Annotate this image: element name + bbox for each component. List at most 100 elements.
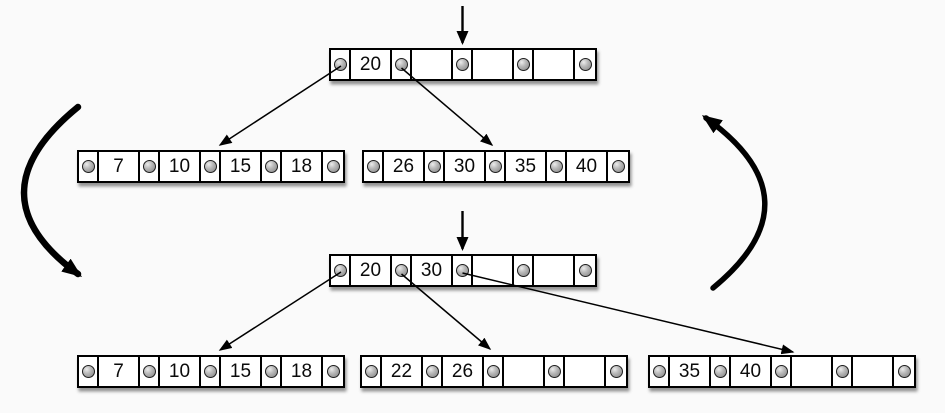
pointer-cell [331, 50, 351, 79]
key-cell [534, 50, 575, 79]
node-bottom-child-middle: 22 26 [360, 355, 628, 388]
key-cell: 7 [99, 152, 140, 181]
pointer-cell [711, 357, 731, 386]
key-cell: 35 [670, 357, 711, 386]
pointer-dot-icon [203, 365, 217, 378]
pointer-dot-icon [835, 365, 849, 378]
pointer-cell [323, 357, 343, 386]
key-cell: 22 [382, 357, 423, 386]
pointer-cell [608, 152, 628, 181]
pointer-cell [575, 256, 595, 285]
edge-bottom-root-to-left-child [218, 271, 342, 351]
pointer-dot-icon [326, 365, 340, 378]
key-cell [473, 256, 514, 285]
key-cell: 15 [221, 152, 262, 181]
pointer-cell [331, 256, 351, 285]
key-cell [534, 256, 575, 285]
pointer-dot-icon [609, 365, 623, 378]
pointer-dot-icon [142, 365, 156, 378]
key-cell [473, 50, 514, 79]
key-cell: 18 [282, 357, 323, 386]
pointer-dot-icon [455, 58, 469, 71]
pointer-dot-icon [81, 365, 95, 378]
node-bottom-child-right: 35 40 [648, 355, 916, 388]
pointer-cell [79, 152, 99, 181]
pointer-cell [547, 152, 567, 181]
pointer-cell [364, 152, 384, 181]
pointer-cell [453, 256, 473, 285]
key-cell: 26 [384, 152, 425, 181]
pointer-dot-icon [142, 160, 156, 173]
pointer-dot-icon [488, 160, 502, 173]
pointer-dot-icon [516, 58, 530, 71]
node-bottom-child-left: 7 10 15 18 [77, 355, 345, 388]
pointer-cell [425, 152, 445, 181]
cycle-arrow-right-icon [701, 115, 768, 291]
key-cell [853, 357, 894, 386]
key-cell [504, 357, 545, 386]
pointer-cell [201, 357, 221, 386]
edge-top-root-to-left-child [218, 65, 342, 146]
pointer-dot-icon [652, 365, 666, 378]
pointer-dot-icon [611, 160, 625, 173]
pointer-dot-icon [425, 365, 439, 378]
pointer-cell [140, 357, 160, 386]
pointer-cell [833, 357, 853, 386]
pointer-cell [772, 357, 792, 386]
pointer-dot-icon [516, 264, 530, 277]
pointer-cell [262, 152, 282, 181]
pointer-dot-icon [326, 160, 340, 173]
pointer-dot-icon [203, 160, 217, 173]
key-cell [412, 50, 453, 79]
pointer-dot-icon [364, 365, 378, 378]
pointer-cell [392, 50, 412, 79]
pointer-cell [201, 152, 221, 181]
pointer-dot-icon [394, 58, 408, 71]
pointer-dot-icon [578, 264, 592, 277]
key-cell: 18 [282, 152, 323, 181]
pointer-dot-icon [333, 58, 347, 71]
pointer-cell [545, 357, 565, 386]
pointer-cell [486, 152, 506, 181]
pointer-dot-icon [366, 160, 380, 173]
pointer-cell [79, 357, 99, 386]
pointer-cell [514, 256, 534, 285]
pointer-dot-icon [547, 365, 561, 378]
key-cell: 30 [445, 152, 486, 181]
pointer-cell [262, 357, 282, 386]
pointer-cell [606, 357, 626, 386]
pointer-cell [484, 357, 504, 386]
node-bottom-root: 20 30 [329, 254, 597, 287]
pointer-cell [453, 50, 473, 79]
key-cell: 7 [99, 357, 140, 386]
cycle-arrow-left-icon [20, 103, 83, 278]
key-cell: 20 [351, 256, 392, 285]
pointer-cell [392, 256, 412, 285]
pointer-dot-icon [394, 264, 408, 277]
pointer-dot-icon [455, 264, 469, 277]
pointer-dot-icon [486, 365, 500, 378]
key-cell [565, 357, 606, 386]
pointer-cell [575, 50, 595, 79]
key-cell: 40 [731, 357, 772, 386]
pointer-dot-icon [713, 365, 727, 378]
key-cell: 26 [443, 357, 484, 386]
pointer-dot-icon [264, 365, 278, 378]
pointer-cell [514, 50, 534, 79]
pointer-cell [650, 357, 670, 386]
pointer-cell [362, 357, 382, 386]
pointer-dot-icon [81, 160, 95, 173]
pointer-dot-icon [578, 58, 592, 71]
pointer-cell [140, 152, 160, 181]
key-cell: 10 [160, 152, 201, 181]
pointer-cell [423, 357, 443, 386]
key-cell [792, 357, 833, 386]
key-cell: 20 [351, 50, 392, 79]
pointer-dot-icon [549, 160, 563, 173]
pointer-dot-icon [774, 365, 788, 378]
pointer-dot-icon [333, 264, 347, 277]
key-cell: 40 [567, 152, 608, 181]
pointer-dot-icon [264, 160, 278, 173]
pointer-cell [323, 152, 343, 181]
